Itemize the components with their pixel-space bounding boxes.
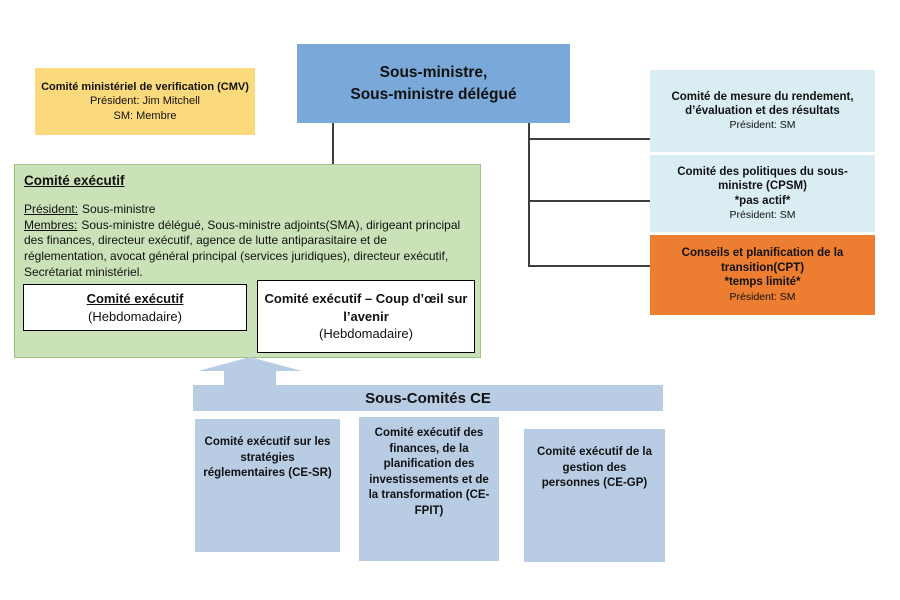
comite-executif-president: Président:Sous-ministre — [24, 202, 471, 218]
comite-executif-title: Comité exécutif — [24, 173, 125, 188]
cpsm-note: *pas actif* — [734, 194, 791, 207]
rendement-title: Comité de mesure du rendement, d’évaluat… — [671, 90, 854, 117]
up-arrow-icon — [198, 357, 302, 371]
connector-dm-to-ce — [332, 123, 334, 165]
connector-branch-cpt — [528, 265, 652, 267]
ce-gp-label: Comité exécutif de la gestion des person… — [536, 446, 653, 490]
connector-dm-to-right-trunk — [528, 123, 530, 266]
ce-sr-box: Comité exécutif sur les stratégies régle… — [195, 419, 340, 552]
deputy-minister-line1: Sous-ministre, — [379, 63, 488, 81]
president-value: Sous-ministre — [82, 201, 156, 216]
connector-branch-cpsm — [528, 200, 652, 202]
cpsm-president: Président: SM — [729, 209, 796, 221]
sous-comites-header-label: Sous-Comités CE — [365, 389, 491, 407]
membres-value: Sous-ministre délégué, Sous-ministre adj… — [24, 217, 461, 280]
comite-executif-membres: Membres:Sous-ministre délégué, Sous-mini… — [24, 218, 471, 281]
cpt-title: Conseils et planification de la transiti… — [681, 247, 844, 274]
sous-comites-header: Sous-Comités CE — [193, 385, 663, 411]
up-arrow-stem — [224, 371, 276, 386]
cmv-title: Comité ministériel de verification (CMV) — [41, 81, 249, 94]
cmv-box: Comité ministériel de verification (CMV)… — [35, 68, 255, 135]
sub1-title: Comité exécutif — [86, 290, 184, 306]
rendement-president: Président: SM — [729, 119, 796, 132]
rendement-box: Comité de mesure du rendement, d’évaluat… — [650, 70, 875, 152]
connector-branch-rendement — [528, 138, 652, 140]
cpt-president: Président: SM — [729, 290, 796, 303]
cmv-president: Président: Jim Mitchell — [89, 95, 201, 108]
ce-fpit-box: Comité exécutif des finances, de la plan… — [359, 417, 499, 561]
cmv-member: SM: Membre — [113, 109, 177, 122]
ce-sr-label: Comité exécutif sur les stratégies régle… — [203, 436, 332, 480]
membres-label: Membres: — [24, 217, 78, 232]
president-label: Président: — [24, 201, 79, 216]
sub2-subtitle: (Hebdomadaire) — [319, 326, 413, 342]
ce-gp-box: Comité exécutif de la gestion des person… — [524, 429, 665, 562]
deputy-minister-box: Sous-ministre, Sous-ministre délégué — [297, 44, 570, 123]
coup-doeil-box: Comité exécutif – Coup d’œil sur l’aveni… — [257, 280, 475, 353]
cpsm-title: Comité des politiques du sous-ministre (… — [677, 165, 848, 193]
cpsm-box: Comité des politiques du sous-ministre (… — [650, 155, 875, 232]
cpt-box: Conseils et planification de la transiti… — [650, 235, 875, 315]
sub1-subtitle: (Hebdomadaire) — [88, 308, 182, 324]
comite-executif-hebdo-box: Comité exécutif (Hebdomadaire) — [23, 284, 247, 331]
ce-fpit-label: Comité exécutif des finances, de la plan… — [368, 427, 490, 517]
deputy-minister-line2: Sous-ministre délégué — [350, 85, 517, 103]
sub2-title: Comité exécutif – Coup d’œil sur l’aveni… — [264, 291, 468, 324]
cpt-note: *temps limité* — [724, 276, 801, 289]
